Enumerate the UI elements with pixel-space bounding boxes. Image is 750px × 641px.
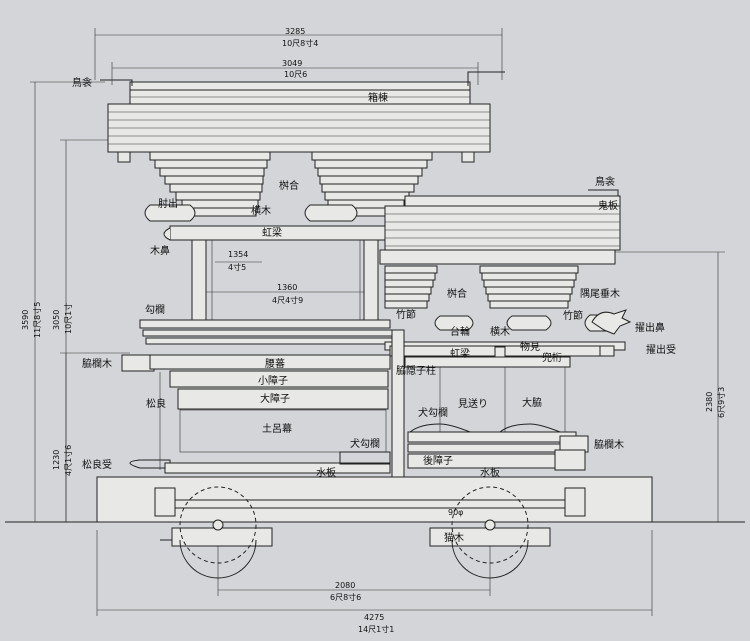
label-yokomoku-lower: 横木 bbox=[490, 325, 510, 338]
label-matsuraza: 松良受 bbox=[82, 458, 112, 471]
upper-roof bbox=[100, 71, 505, 241]
dim-height-2380: 2380 bbox=[705, 392, 714, 412]
label-nekogi: 猫木 bbox=[444, 531, 464, 544]
label-takebushi-left: 竹節 bbox=[396, 308, 416, 321]
body-right bbox=[391, 329, 589, 481]
dim-height-3050: 3050 bbox=[52, 310, 61, 330]
dim-top-width-sub: 10尺8寸4 bbox=[282, 38, 318, 48]
label-monomi: 物見 bbox=[520, 340, 540, 353]
dim-height-3050-sub: 10尺1寸 bbox=[63, 303, 73, 334]
label-karahafu-right: 鳥衾 bbox=[595, 175, 615, 188]
label-koshigumi: 腰蕃 bbox=[265, 358, 285, 370]
dim-span-1360: 1360 bbox=[277, 283, 297, 292]
upper-bracket-stack bbox=[149, 151, 433, 217]
dim-height-3590: 3590 bbox=[21, 310, 30, 330]
label-kohaidai: 擢出受 bbox=[646, 343, 676, 356]
label-inukoran-left: 犬勾欄 bbox=[350, 437, 380, 450]
label-masugumi-lower: 桝合 bbox=[447, 287, 467, 300]
label-takebushi-right: 竹節 bbox=[563, 309, 583, 322]
dim-roof-width-sub: 10尺6 bbox=[284, 70, 307, 79]
dim-roof-width: 3049 bbox=[282, 59, 302, 68]
dim-span-1360-sub: 4尺4寸9 bbox=[272, 295, 303, 305]
dim-total-length: 4275 bbox=[364, 613, 384, 622]
dim-inner-135-sub: 4寸5 bbox=[228, 262, 246, 272]
upper-posts bbox=[191, 239, 379, 321]
label-suiki: 隅尾垂木 bbox=[580, 288, 620, 300]
dim-wheelbase-sub: 6尺8寸6 bbox=[330, 592, 361, 602]
wheels bbox=[179, 486, 529, 579]
label-mizuita-right: 水板 bbox=[480, 466, 500, 479]
label-yokomoku-upper: 横木 bbox=[251, 204, 271, 217]
dim-height-3590-sub: 11尺8寸5 bbox=[32, 302, 42, 338]
label-karahafu-top: 鳥衾 bbox=[72, 76, 92, 89]
dim-top-width: 3285 bbox=[285, 27, 305, 36]
dim-height-1230: 1230 bbox=[52, 450, 61, 470]
dim-wheelbase: 2080 bbox=[335, 581, 355, 590]
lower-bracket-stack bbox=[384, 265, 579, 309]
label-koran: 勾欄 bbox=[145, 303, 165, 316]
label-wakiranki-right: 脇欄木 bbox=[594, 438, 624, 451]
label-hakomune: 箱棟 bbox=[368, 91, 388, 104]
label-wakiranki-left: 脇欄木 bbox=[82, 357, 112, 370]
balustrade bbox=[139, 319, 626, 358]
label-mizuita-left: 水板 bbox=[316, 466, 336, 479]
label-miokuri: 見送り bbox=[458, 397, 488, 410]
dim-height-2380-sub: 6尺9寸3 bbox=[716, 387, 726, 418]
label-masugumi-upper: 桝合 bbox=[279, 179, 299, 192]
label-kabuto: 兜桁 bbox=[542, 351, 562, 364]
part-labels: 鳥衾 箱棟 桝合 肘出 横木 虹梁 木鼻 勾欄 脇欄木 腰蕃 小障子 大障子 松… bbox=[72, 76, 676, 544]
label-ooshoji: 大障子 bbox=[260, 392, 290, 405]
label-koshoji: 小障子 bbox=[258, 374, 288, 387]
label-kouryo-upper: 虹梁 bbox=[262, 226, 282, 239]
body-left bbox=[121, 354, 393, 474]
label-goshoji: 後障子 bbox=[423, 454, 453, 467]
label-onita: 鬼板 bbox=[598, 199, 618, 212]
label-wakibashira: 脇隠子柱 bbox=[396, 364, 436, 377]
label-inukoran-right: 犬勾欄 bbox=[418, 406, 448, 419]
label-matsura: 松良 bbox=[146, 397, 166, 410]
label-oowaki: 大脇 bbox=[522, 396, 542, 409]
label-hijiki-upper: 肘出 bbox=[158, 197, 178, 210]
label-daiwa: 台輪 bbox=[450, 325, 470, 338]
label-kibana: 木鼻 bbox=[150, 244, 170, 257]
lower-roof bbox=[379, 189, 632, 335]
dimension-labels: 3285 10尺8寸4 3049 10尺6 1354 4寸5 1360 4尺4寸… bbox=[21, 27, 726, 634]
label-kohaibana: 擢出鼻 bbox=[635, 321, 665, 334]
dim-axle-dia: 90φ bbox=[448, 508, 463, 517]
dim-total-length-sub: 14尺1寸1 bbox=[358, 624, 394, 634]
label-tsuchiiro: 土呂幕 bbox=[262, 422, 292, 435]
dim-inner-135: 1354 bbox=[228, 250, 248, 259]
cart-base bbox=[96, 476, 653, 547]
label-kouryo-lower: 虹梁 bbox=[450, 347, 470, 360]
dim-height-1230-sub: 4尺1寸6 bbox=[63, 445, 73, 476]
